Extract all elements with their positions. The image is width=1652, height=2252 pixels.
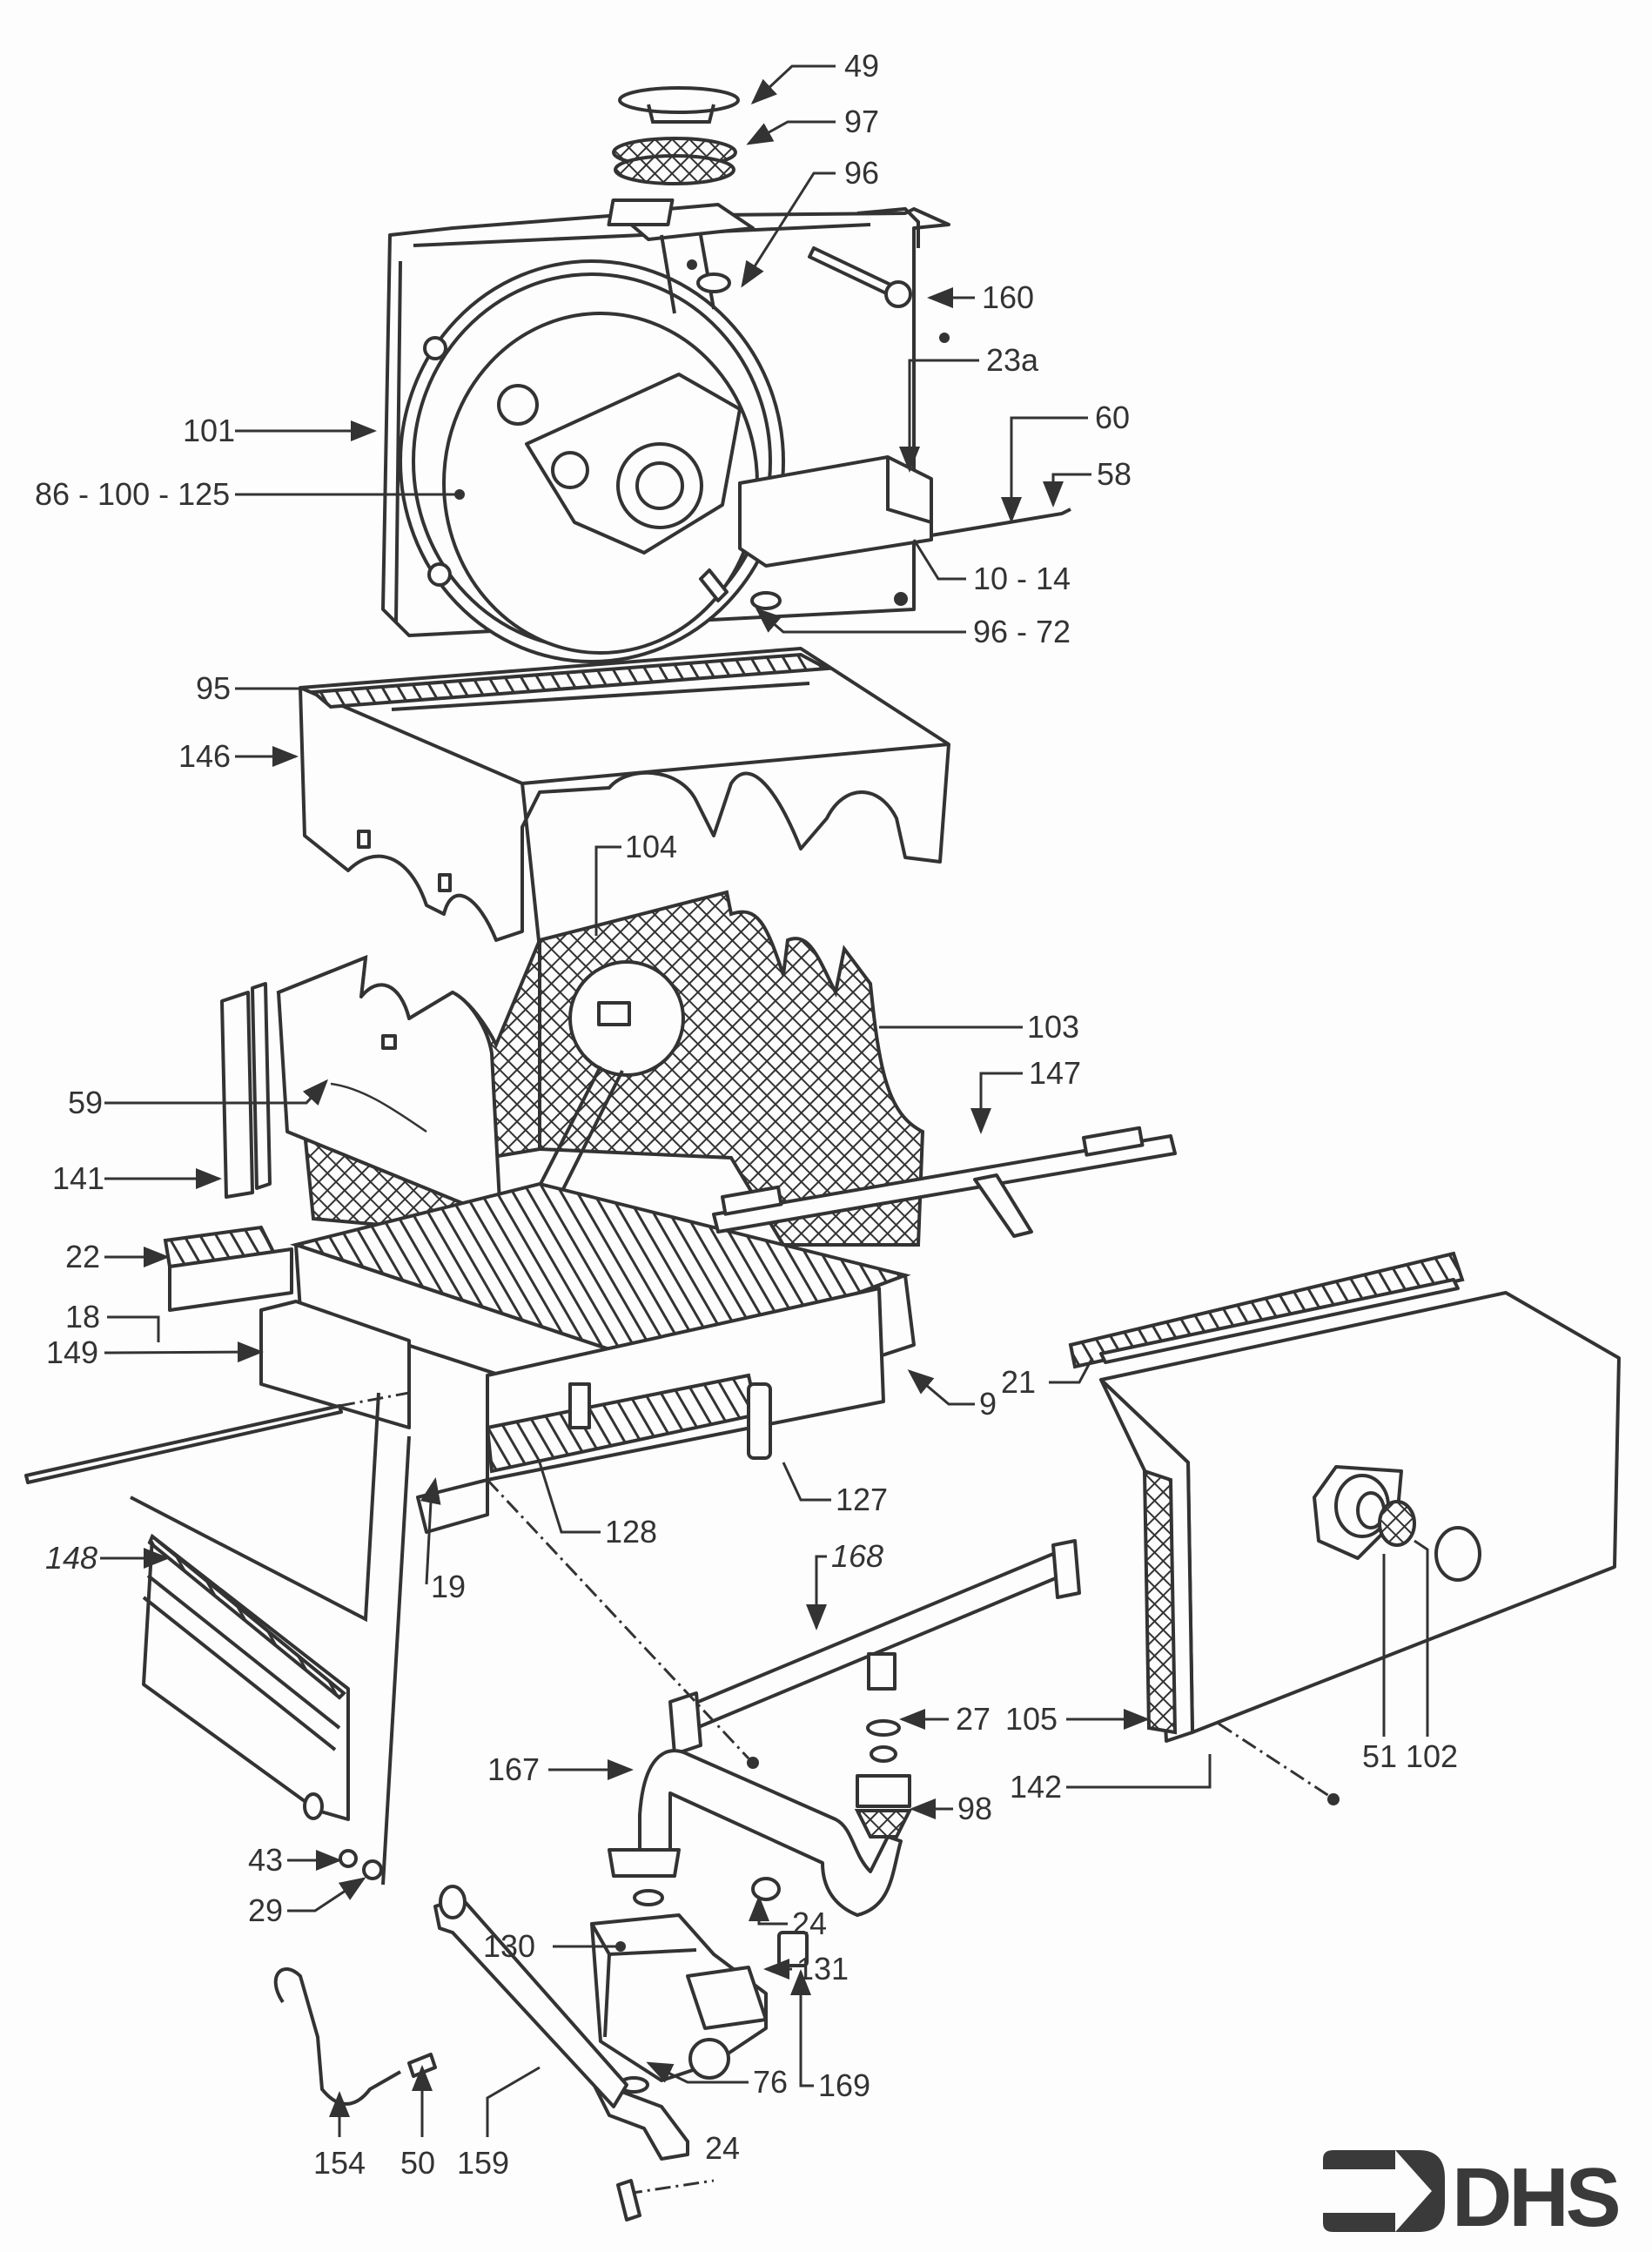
- side-strip-22: [163, 1225, 293, 1312]
- burner-assembly-149: [259, 1181, 916, 1534]
- label-23a: 23a: [986, 342, 1039, 378]
- rod-18: [24, 1404, 343, 1484]
- front-panel-148: [142, 1533, 350, 1821]
- label-141: 141: [52, 1160, 104, 1196]
- label-154: 154: [313, 2145, 366, 2181]
- label-160: 160: [982, 279, 1034, 315]
- label-148: 148: [45, 1540, 97, 1576]
- gas-pipe-167: [638, 1749, 903, 1917]
- label-103: 103: [1027, 1009, 1079, 1045]
- label-22: 22: [65, 1239, 100, 1274]
- label-24-lower: 24: [705, 2130, 740, 2166]
- gas-valve-130: [590, 1913, 768, 2082]
- label-60: 60: [1095, 400, 1130, 435]
- label-19: 19: [431, 1569, 466, 1604]
- label-167: 167: [487, 1751, 540, 1787]
- arrow-right-icon: [1323, 2150, 1445, 2232]
- label-86-100-125: 86 - 100 - 125: [35, 476, 230, 512]
- fittings-27-98: [854, 1652, 913, 1839]
- gas-rail-168: [486, 1478, 1081, 1769]
- label-127: 127: [836, 1482, 888, 1517]
- label-104: 104: [625, 829, 677, 864]
- label-105: 105: [1005, 1701, 1058, 1737]
- label-102: 102: [1406, 1738, 1458, 1774]
- part-labels: 49 97 96 160 23a 101 60 58 86 - 100 - 12…: [35, 48, 1458, 2181]
- leader-lines: [100, 64, 1429, 2137]
- label-159: 159: [457, 2145, 509, 2181]
- label-101: 101: [183, 413, 235, 448]
- rod-147: [712, 1126, 1177, 1238]
- label-142: 142: [1010, 1769, 1062, 1805]
- sensor-rod-60: [930, 508, 1071, 537]
- label-169: 169: [818, 2067, 870, 2103]
- label-43: 43: [248, 1842, 283, 1878]
- thermocouple-154: [273, 1967, 401, 2106]
- label-128: 128: [605, 1514, 657, 1550]
- label-49: 49: [844, 48, 879, 84]
- nut-24a: [751, 1877, 781, 1901]
- fan-housing-101: [381, 198, 950, 663]
- label-24-upper: 24: [792, 1906, 827, 1941]
- gasket-97: [612, 137, 737, 185]
- label-130: 130: [483, 1928, 535, 1964]
- label-27: 27: [956, 1701, 991, 1737]
- label-95: 95: [196, 670, 231, 706]
- label-97: 97: [844, 104, 879, 139]
- logo-text: DHS: [1452, 2151, 1619, 2239]
- label-149: 149: [46, 1334, 98, 1370]
- flue-cap-49: [618, 86, 740, 124]
- dhs-logo: DHS: [1323, 2150, 1622, 2239]
- label-98: 98: [957, 1791, 992, 1826]
- outline-plate-edge: [381, 1435, 411, 1886]
- coil-plug-169: [777, 1931, 809, 1967]
- label-147: 147: [1029, 1055, 1081, 1091]
- label-146: 146: [178, 738, 231, 774]
- label-9: 9: [979, 1386, 997, 1422]
- label-29: 29: [248, 1892, 283, 1928]
- label-50: 50: [400, 2145, 435, 2181]
- label-131: 131: [796, 1951, 849, 1986]
- label-59: 59: [68, 1085, 103, 1120]
- label-58: 58: [1097, 456, 1132, 492]
- screw-axis: [1218, 1722, 1333, 1799]
- label-51: 51: [1362, 1738, 1397, 1774]
- screws-43-29: [339, 1849, 383, 1880]
- label-18: 18: [65, 1299, 100, 1334]
- insulation-panels-103-104: [276, 890, 925, 1272]
- label-21: 21: [1001, 1364, 1036, 1400]
- label-168: 168: [831, 1538, 883, 1574]
- outline-plate: [130, 1392, 380, 1623]
- side-cover-142: [1068, 1251, 1621, 1743]
- side-strip-141: [220, 982, 272, 1199]
- label-96-72: 96 - 72: [973, 614, 1071, 649]
- label-96: 96: [844, 155, 879, 191]
- label-10-14: 10 - 14: [973, 561, 1071, 596]
- label-76: 76: [753, 2064, 788, 2100]
- hood-146: [299, 647, 950, 950]
